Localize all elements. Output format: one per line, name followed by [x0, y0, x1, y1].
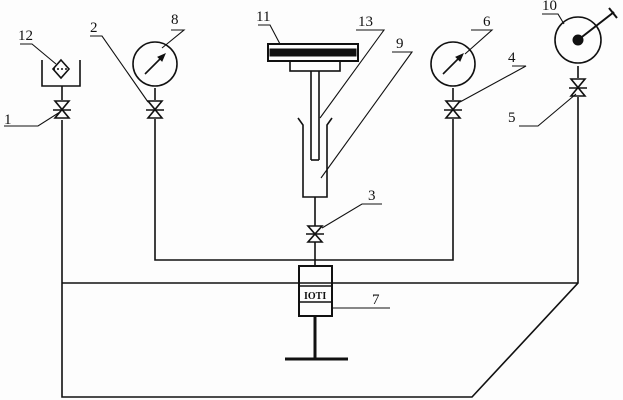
label-1: 1	[4, 112, 12, 128]
label-6: 6	[483, 14, 491, 30]
pipelines	[61, 66, 579, 398]
label-9: 9	[396, 36, 404, 52]
label-12: 12	[18, 28, 33, 44]
pump-marking: IOTI	[304, 291, 326, 302]
valve-2	[146, 100, 164, 119]
label-3: 3	[368, 188, 376, 204]
label-7: 7	[372, 292, 380, 308]
label-2: 2	[90, 20, 98, 36]
valve-4	[444, 100, 462, 119]
label-5: 5	[508, 110, 516, 126]
valve-3	[306, 225, 324, 243]
label-8: 8	[171, 12, 179, 28]
press-platen-11	[267, 43, 359, 72]
pressure-gauge-8	[132, 41, 178, 87]
gauge-8-branch	[154, 119, 454, 261]
label-10: 10	[542, 0, 557, 14]
leader-lines	[4, 13, 577, 309]
label-11: 11	[256, 9, 270, 25]
dial-gauge-10	[554, 7, 618, 64]
pump-7: IOTI	[285, 265, 348, 361]
label-13: 13	[358, 14, 373, 30]
valve-1	[53, 100, 71, 119]
ram-13	[310, 71, 320, 161]
cylinder-9	[297, 117, 333, 198]
pressure-gauge-6	[430, 41, 476, 87]
filter-tank-12	[41, 58, 81, 87]
label-4: 4	[508, 50, 516, 66]
valve-5	[569, 78, 587, 97]
return-pipe	[61, 97, 579, 398]
callout-labels: 1 12 2 8 11 13 9 3 6 4 10 5 7	[4, 0, 557, 308]
